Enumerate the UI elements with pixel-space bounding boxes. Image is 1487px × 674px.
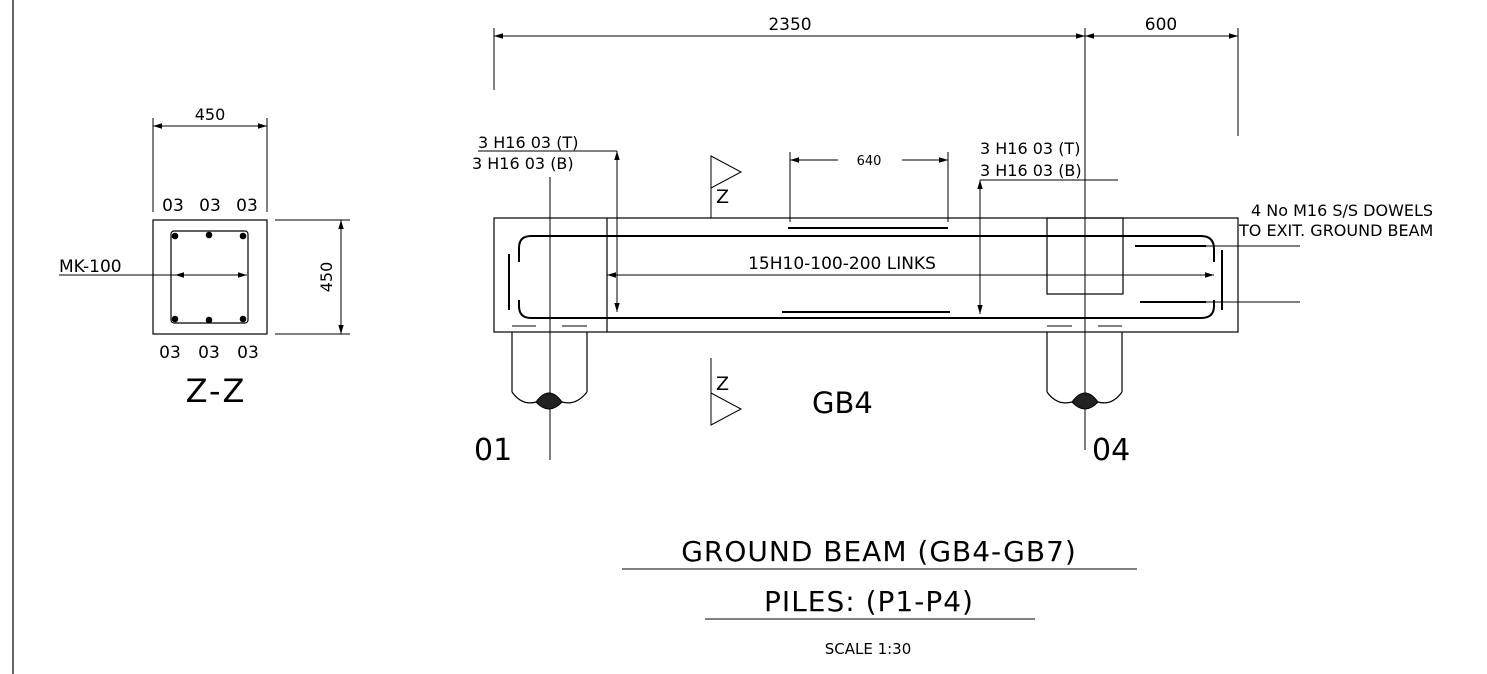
gridline-01-label: 01	[474, 433, 512, 468]
section-bottom-bar-1: 03	[159, 343, 181, 363]
beam-outline	[493, 217, 1239, 333]
left-top-bars: 3 H16 03 (T)	[478, 133, 578, 152]
section-bottom-bar-3: 03	[237, 343, 259, 363]
drawing-title: GROUND BEAM (GB4-GB7)	[681, 535, 1077, 568]
span-dim: 2350	[768, 15, 811, 35]
existing-beam-pocket	[1046, 217, 1124, 295]
beam-elevation: 2350 600 04 01 3 H16 03 (T) 3 H16 03 (B)…	[472, 15, 1433, 468]
section-title: Z-Z	[186, 372, 247, 410]
section-bar-bm	[205, 316, 213, 324]
section-bar-tl	[171, 232, 179, 240]
dowels-line1: 4 No M16 S/S DOWELS	[1251, 201, 1433, 220]
bottom-bar	[518, 300, 1215, 319]
section-marker-bottom	[710, 392, 743, 426]
pile-right	[1046, 325, 1123, 410]
drawing-scale: SCALE 1:30	[825, 640, 912, 658]
section-top-bar-1: 03	[162, 196, 184, 216]
right-bottom-bars: 3 H16 03 (B)	[980, 161, 1082, 180]
section-mark-bottom: Z	[716, 373, 729, 395]
overhang-dim: 600	[1145, 15, 1177, 35]
section-marker-top	[710, 155, 743, 189]
right-top-bars: 3 H16 03 (T)	[980, 139, 1080, 158]
pile-left	[511, 325, 588, 410]
section-width-dim: 450	[195, 105, 226, 124]
links-label: 15H10-100-200 LINKS	[748, 254, 936, 274]
drawing-title-block: GROUND BEAM (GB4-GB7) PILES: (P1-P4) SCA…	[622, 535, 1137, 658]
section-top-bar-2: 03	[199, 196, 221, 216]
section-link	[170, 230, 249, 324]
section-zz: 450 03 03 03 MK-100 450 03 03 03 Z-Z	[59, 105, 350, 410]
lap-dim: 640	[857, 154, 882, 169]
link-mark-label: MK-100	[59, 257, 122, 277]
gridline-04-label: 04	[1092, 433, 1130, 468]
top-bar	[518, 235, 1215, 262]
section-bottom-bar-2: 03	[198, 343, 220, 363]
section-height-dim: 450	[317, 262, 336, 293]
drawing-subtitle: PILES: (P1-P4)	[764, 585, 974, 618]
left-bottom-bars: 3 H16 03 (B)	[472, 154, 574, 173]
section-mark-top: Z	[716, 186, 729, 208]
section-top-bar-3: 03	[236, 196, 258, 216]
section-bar-br	[239, 315, 247, 323]
beam-mark: GB4	[812, 386, 873, 420]
section-bar-bl	[171, 315, 179, 323]
dowels-line2: TO EXIT. GROUND BEAM	[1238, 221, 1433, 240]
section-bar-tr	[239, 232, 247, 240]
section-bar-tm	[205, 231, 213, 239]
section-outline	[152, 219, 268, 335]
